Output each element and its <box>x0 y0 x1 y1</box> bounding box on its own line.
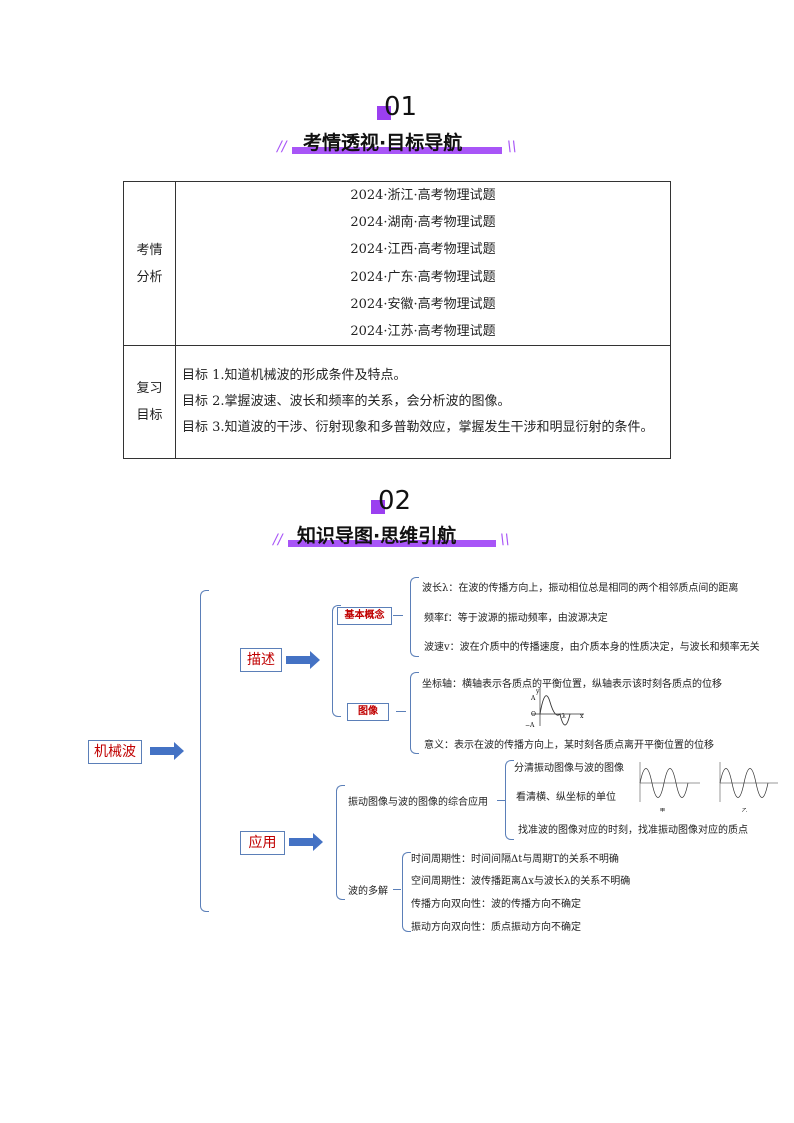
label-O: O <box>531 711 536 718</box>
label-line: 目标 <box>136 408 163 424</box>
goal-item: 目标 3.知道波的干涉、衍射现象和多普勒效应，掌握发生干涉和明显衍射的条件。 <box>182 420 654 436</box>
label-negA: −A <box>525 722 535 728</box>
wave-figures: 甲 乙 <box>639 762 778 812</box>
multi-node: 波的多解 <box>348 886 388 897</box>
connector <box>396 711 406 712</box>
slash-decoration: \\ <box>500 532 510 548</box>
bracket <box>336 785 345 900</box>
bracket <box>410 577 419 657</box>
arrow-icon <box>286 651 320 669</box>
image-item: 意义：表示在波的传播方向上，某时刻各质点离开平衡位置的位移 <box>424 740 714 751</box>
connector <box>393 615 403 616</box>
source-item: 2024·湖南·高考物理试题 <box>350 215 496 231</box>
combo-item: 找准波的图像对应的时刻，找准振动图像对应的质点 <box>518 825 748 836</box>
basic-item: 波长λ：在波的传播方向上，振动相位总是相同的两个相邻质点间的距离 <box>422 583 739 594</box>
slash-decoration: // <box>277 139 287 155</box>
section2-number: 02 <box>378 486 412 516</box>
bracket <box>505 760 514 840</box>
multi-item: 振动方向双向性：质点振动方向不确定 <box>411 922 581 933</box>
number-accent <box>377 106 391 120</box>
apply-node: 应用 <box>240 831 285 855</box>
connector <box>497 800 505 801</box>
section1-title: 考情透视·目标导航 <box>303 132 463 154</box>
combo-item: 看清横、纵坐标的单位 <box>516 792 616 803</box>
number-accent <box>371 500 385 514</box>
figure-label: 乙 <box>742 807 747 812</box>
label-line: 复习 <box>136 381 163 397</box>
bracket <box>402 852 411 932</box>
bracket <box>200 590 209 912</box>
root-node: 机械波 <box>88 740 142 764</box>
title-underline <box>292 147 502 154</box>
source-item: 2024·浙江·高考物理试题 <box>350 188 496 203</box>
source-item: 2024·安徽·高考物理试题 <box>350 296 496 312</box>
section1-number: 01 <box>384 92 418 122</box>
bracket <box>410 672 419 754</box>
label-A: A <box>530 695 536 702</box>
label-line: 分析 <box>136 269 163 285</box>
goal-item: 目标 2.掌握波速、波长和频率的关系，会分析波的图像。 <box>182 394 511 410</box>
figure-label: 甲 <box>660 808 665 812</box>
label-x: x <box>580 713 584 720</box>
figure-jia: 甲 <box>639 762 700 812</box>
row-label: 复习目标 <box>123 345 176 460</box>
slash-decoration: // <box>273 532 283 548</box>
source-item: 2024·江苏·高考物理试题 <box>350 324 496 340</box>
multi-item: 传播方向双向性：波的传播方向不确定 <box>411 899 581 910</box>
row-label: 考情分析 <box>123 180 176 347</box>
combo-node: 振动图像与波的图像的综合应用 <box>348 797 488 808</box>
label-lambda: λ <box>562 713 566 720</box>
source-item: 2024·江西·高考物理试题 <box>350 242 496 258</box>
arrow-icon <box>289 833 323 851</box>
wave-graph: y A O −A λ x <box>525 688 584 728</box>
basic-item: 频率f：等于波源的振动频率，由波源决定 <box>424 613 608 624</box>
describe-node: 描述 <box>240 648 282 672</box>
slash-decoration: \\ <box>507 139 517 155</box>
connector <box>393 889 401 890</box>
sources-cell: 2024·浙江·高考物理试题 2024·湖南·高考物理试题 2024·江西·高考… <box>175 180 671 347</box>
bracket <box>332 605 341 717</box>
goals-cell: 目标 1.知道机械波的形成条件及特点。 目标 2.掌握波速、波长和频率的关系，会… <box>175 345 671 460</box>
label-line: 考情 <box>136 242 163 258</box>
image-node: 图像 <box>347 703 389 721</box>
image-item: 坐标轴：横轴表示各质点的平衡位置，纵轴表示该时刻各质点的位移 <box>422 679 722 690</box>
arrow-icon <box>150 742 184 760</box>
multi-item: 空间周期性：波传播距离Δx与波长λ的关系不明确 <box>411 876 631 887</box>
exam-analysis-table: 考情分析 2024·浙江·高考物理试题 2024·湖南·高考物理试题 2024·… <box>123 180 671 460</box>
source-item: 2024·广东·高考物理试题 <box>350 269 496 285</box>
basic-concept-node: 基本概念 <box>337 607 392 625</box>
multi-item: 时间周期性：时间间隔Δt与周期T的关系不明确 <box>411 854 619 865</box>
combo-item: 分清振动图像与波的图像 <box>514 763 624 774</box>
label-y: y <box>535 688 540 695</box>
figure-yi: 乙 <box>719 762 778 812</box>
title-underline <box>288 540 496 547</box>
section2-title: 知识导图·思维引航 <box>297 525 457 547</box>
wave-curve <box>539 695 571 726</box>
basic-item: 波速v：波在介质中的传播速度，由介质本身的性质决定，与波长和频率无关 <box>424 642 760 653</box>
goal-item: 目标 1.知道机械波的形成条件及特点。 <box>182 368 407 384</box>
